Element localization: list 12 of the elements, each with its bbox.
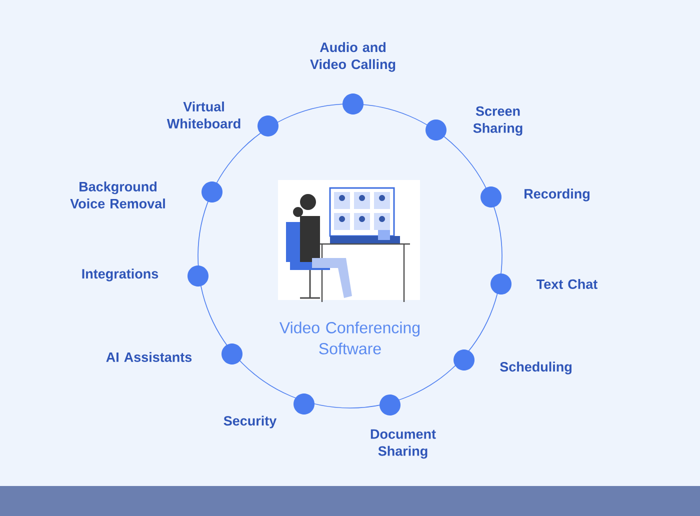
feature-label: Screen Sharing	[473, 106, 522, 136]
feature-label: Audio and Video Calling	[310, 42, 396, 72]
feature-label: Scheduling	[500, 362, 572, 374]
feature-label: Background Voice Removal	[70, 182, 165, 208]
feature-label: Recording	[524, 188, 590, 202]
center-title: Video Conferencing Software	[280, 322, 420, 354]
feature-label: AI Assistants	[106, 352, 192, 362]
feature-label: Document Sharing	[370, 429, 436, 459]
feature-label: Virtual Whiteboard	[166, 102, 240, 128]
feature-label: Text Chat	[536, 279, 598, 289]
feature-label: Integrations	[82, 268, 158, 282]
feature-label: Security	[224, 416, 277, 428]
